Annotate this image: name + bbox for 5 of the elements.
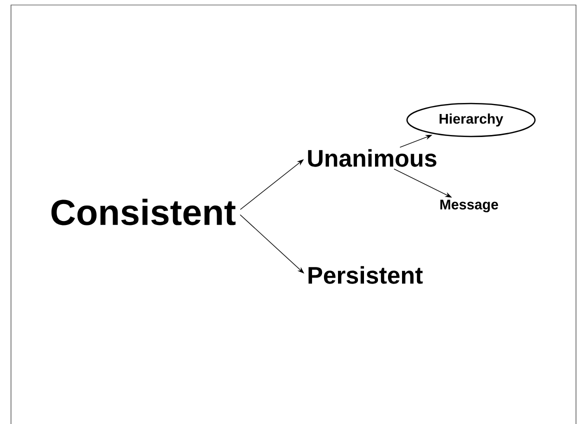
node-label: Persistent — [308, 266, 423, 284]
node-label: Consistent — [51, 198, 236, 226]
node-label: Unanimous — [308, 149, 436, 167]
node-label: Message — [440, 200, 498, 212]
ellipse-node: Hierarchy — [406, 102, 536, 138]
